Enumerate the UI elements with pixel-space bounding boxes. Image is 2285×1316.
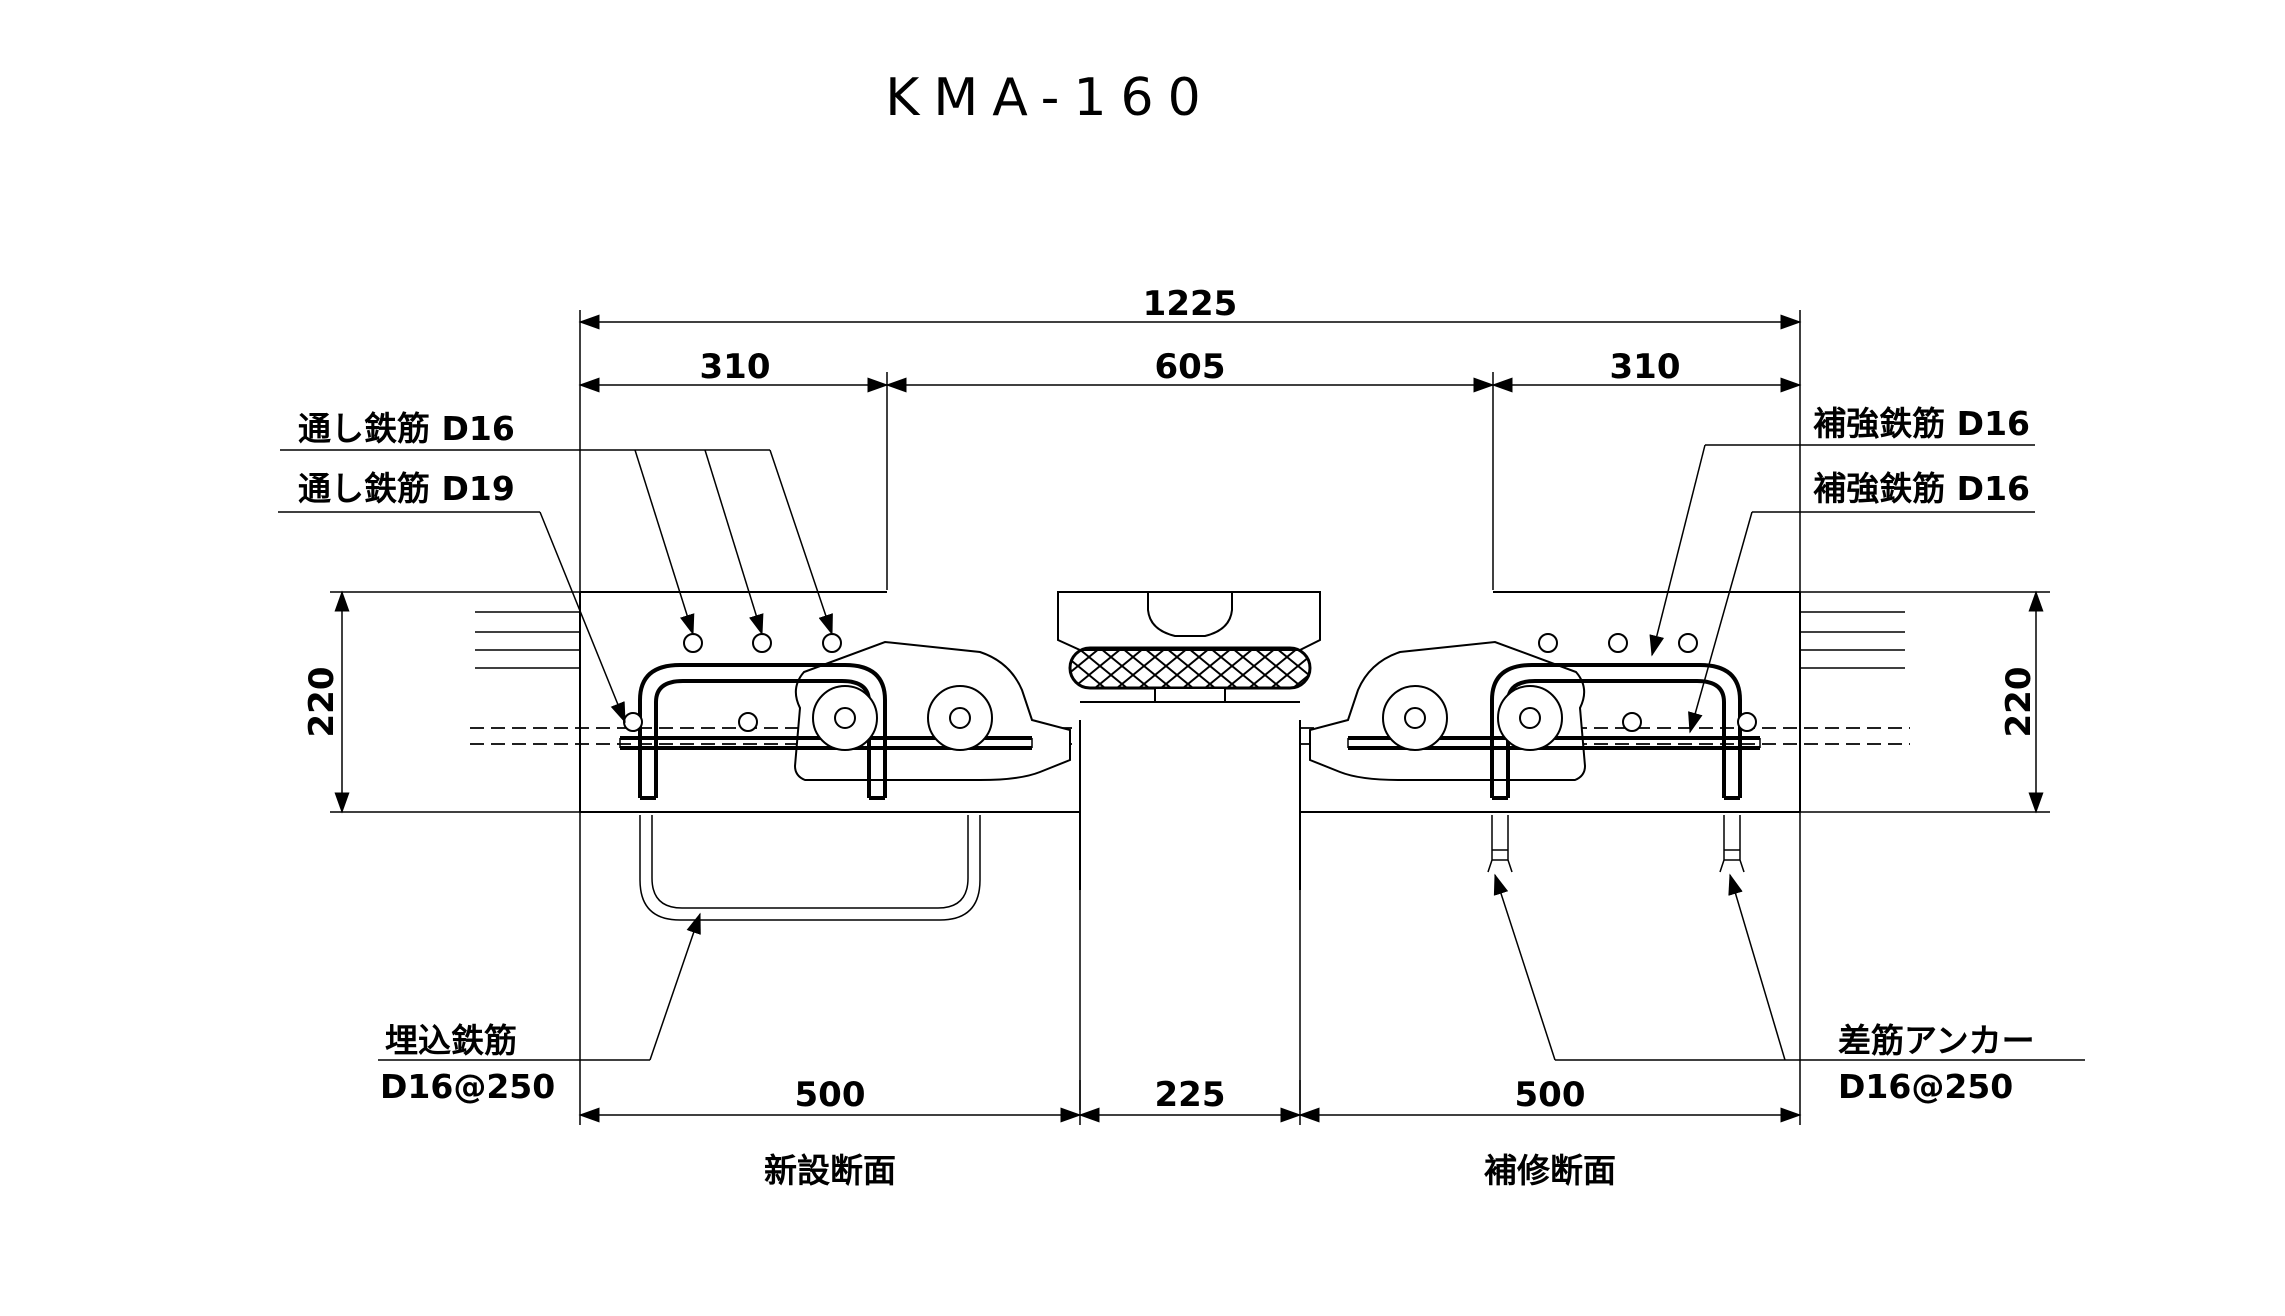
dim-height-left: 220 xyxy=(302,667,342,738)
section-repair-label: 補修断面 xyxy=(1484,1151,1616,1190)
dim-total-width: 1225 xyxy=(1143,284,1238,324)
dim-bottom-right: 500 xyxy=(1515,1075,1586,1115)
label-anchor: 差筋アンカー xyxy=(1838,1021,2035,1060)
dim-height-right: 220 xyxy=(1999,667,2039,738)
center-seal xyxy=(1057,591,1321,1110)
label-anchor-spec: D16@250 xyxy=(1838,1067,2013,1106)
dim-bottom-left: 500 xyxy=(795,1075,866,1115)
dim-left-width: 310 xyxy=(700,347,771,387)
label-reinforce-d16-b: 補強鉄筋 D16 xyxy=(1813,469,2030,508)
label-rebar-d16-left: 通し鉄筋 D16 xyxy=(298,409,515,448)
label-reinforce-d16-a: 補強鉄筋 D16 xyxy=(1813,404,2030,443)
height-dimensions xyxy=(330,590,2050,814)
bottom-dimensions xyxy=(578,812,1802,1125)
dim-right-width: 310 xyxy=(1610,347,1681,387)
dim-bottom-center: 225 xyxy=(1155,1075,1226,1115)
top-dimensions xyxy=(578,310,1802,600)
left-joint-block xyxy=(619,633,1071,921)
label-rebar-d19-left: 通し鉄筋 D19 xyxy=(298,469,515,508)
right-joint-block xyxy=(1309,633,1761,873)
leader-lines xyxy=(278,444,2085,1061)
section-new-label: 新設断面 xyxy=(764,1151,896,1190)
drawing-title: KMA-160 xyxy=(885,68,1214,128)
label-embedded-spec: D16@250 xyxy=(380,1067,555,1106)
dim-center-width: 605 xyxy=(1155,347,1226,387)
label-embedded-rebar: 埋込鉄筋 xyxy=(385,1021,517,1060)
